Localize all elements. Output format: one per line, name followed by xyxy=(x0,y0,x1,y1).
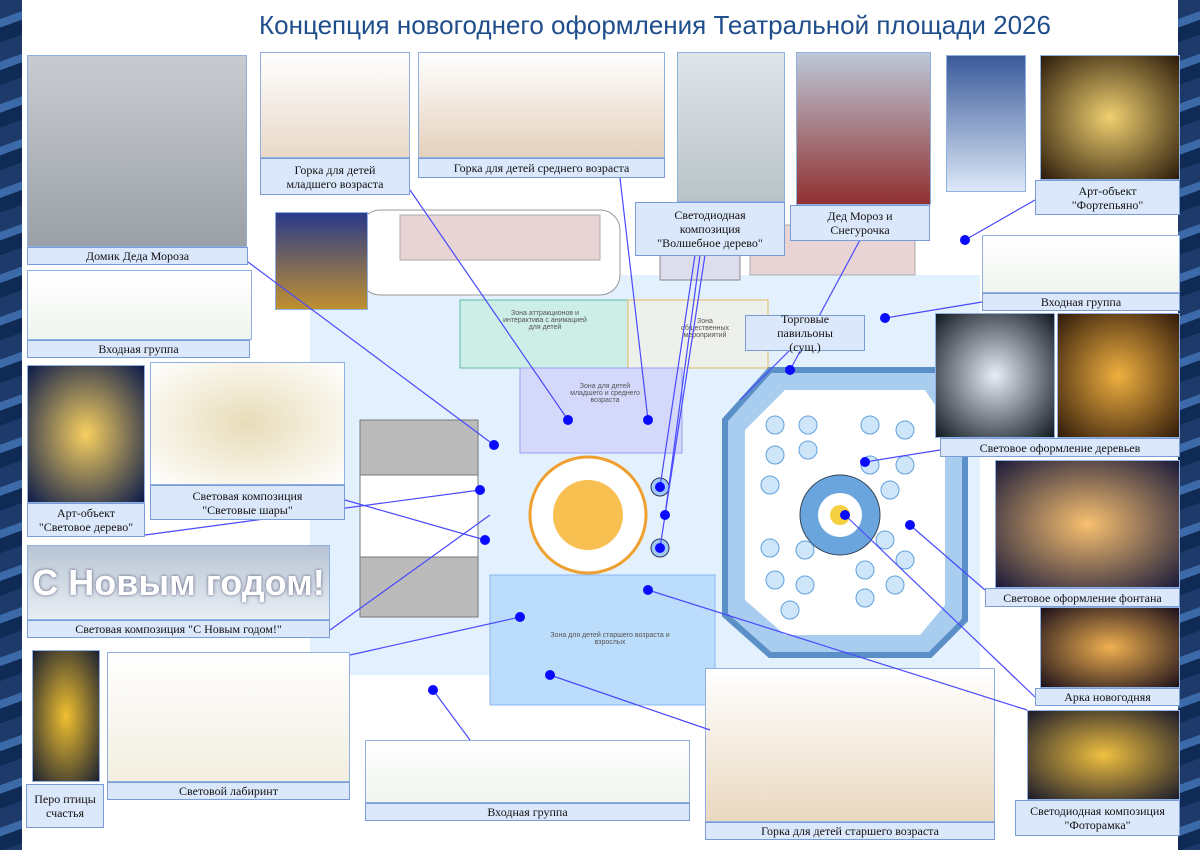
magic-tree-spot xyxy=(650,477,670,497)
trees-light-image-2 xyxy=(1057,313,1180,438)
round-stage-center xyxy=(553,480,623,550)
zone-young-label: Зона для детей младшего и среднего возра… xyxy=(570,383,640,404)
label-slide-young: Горка для детей младшего возраста xyxy=(260,158,410,195)
entry-bottom-image xyxy=(365,740,690,803)
zone-attractions-label: Зона аттракционов и интерактива с анимац… xyxy=(503,310,587,331)
label-balls: Световая композиция "Световые шары" xyxy=(150,485,345,520)
balls-image xyxy=(150,362,345,485)
label-photoframe: Светодиодная композиция "Фоторамка" xyxy=(1015,800,1180,836)
led-arch-image xyxy=(946,55,1026,192)
label-piano: Арт-объект "Фортепьяно" xyxy=(1035,180,1180,215)
label-entry-right: Входная группа xyxy=(982,293,1180,311)
label-labyrinth: Световой лабиринт xyxy=(107,782,350,800)
santa-image xyxy=(796,52,931,205)
label-light-tree: Арт-объект "Световое дерево" xyxy=(27,503,145,537)
piano-image xyxy=(1040,55,1180,180)
zone-young xyxy=(519,367,683,454)
label-entry-left: Входная группа xyxy=(27,340,250,358)
label-trees-light: Световое оформление деревьев xyxy=(940,438,1180,457)
entry-left-image xyxy=(27,270,252,340)
house-block-top xyxy=(359,419,479,476)
label-arch: Арка новогодняя xyxy=(1035,688,1180,706)
right-decor-border xyxy=(1178,0,1200,850)
zone-older-label: Зона для детей старшего возраста и взрос… xyxy=(550,632,670,646)
page-title: Концепция новогоднего оформления Театрал… xyxy=(259,10,1051,40)
trees-light-image-1 xyxy=(935,313,1055,438)
house-image xyxy=(27,55,247,247)
left-decor-border xyxy=(0,0,22,850)
slide-old-image xyxy=(705,668,995,822)
house-block-bottom xyxy=(359,556,479,618)
arch-image xyxy=(1040,607,1180,688)
light-tree-image xyxy=(27,365,145,503)
new-year-image: С Новым годом! xyxy=(27,545,330,620)
fountain-image xyxy=(995,460,1180,588)
labyrinth-image xyxy=(107,652,350,782)
slide-mid-image xyxy=(418,52,665,158)
label-feather: Перо птицы счастья xyxy=(26,784,104,828)
magic-tree-image xyxy=(677,52,785,202)
label-slide-mid: Горка для детей среднего возраста xyxy=(418,158,665,178)
label-slide-old: Горка для детей старшего возраста xyxy=(705,822,995,840)
tree-lights-image xyxy=(275,212,368,310)
house-block-middle xyxy=(359,474,479,558)
label-new-year: Световая композиция "С Новым годом!" xyxy=(27,620,330,638)
magic-tree-spot xyxy=(650,538,670,558)
entry-right-image xyxy=(982,235,1180,293)
feather-image xyxy=(32,650,100,782)
theatre-building xyxy=(399,214,601,261)
label-santa: Дед Мороз и Снегурочка xyxy=(790,205,930,241)
label-house: Домик Деда Мороза xyxy=(27,247,248,265)
label-magic-tree: Светодиодная композиция "Волшебное дерев… xyxy=(635,202,785,256)
photoframe-image xyxy=(1027,710,1180,800)
label-entry-bottom: Входная группа xyxy=(365,803,690,821)
label-fountain: Световое оформление фонтана xyxy=(985,588,1180,607)
slide-young-image xyxy=(260,52,410,158)
zone-events-label: Зона общественных мероприятий xyxy=(681,318,729,339)
label-pavilions: Торговые павильоны (сущ.) xyxy=(745,312,865,354)
